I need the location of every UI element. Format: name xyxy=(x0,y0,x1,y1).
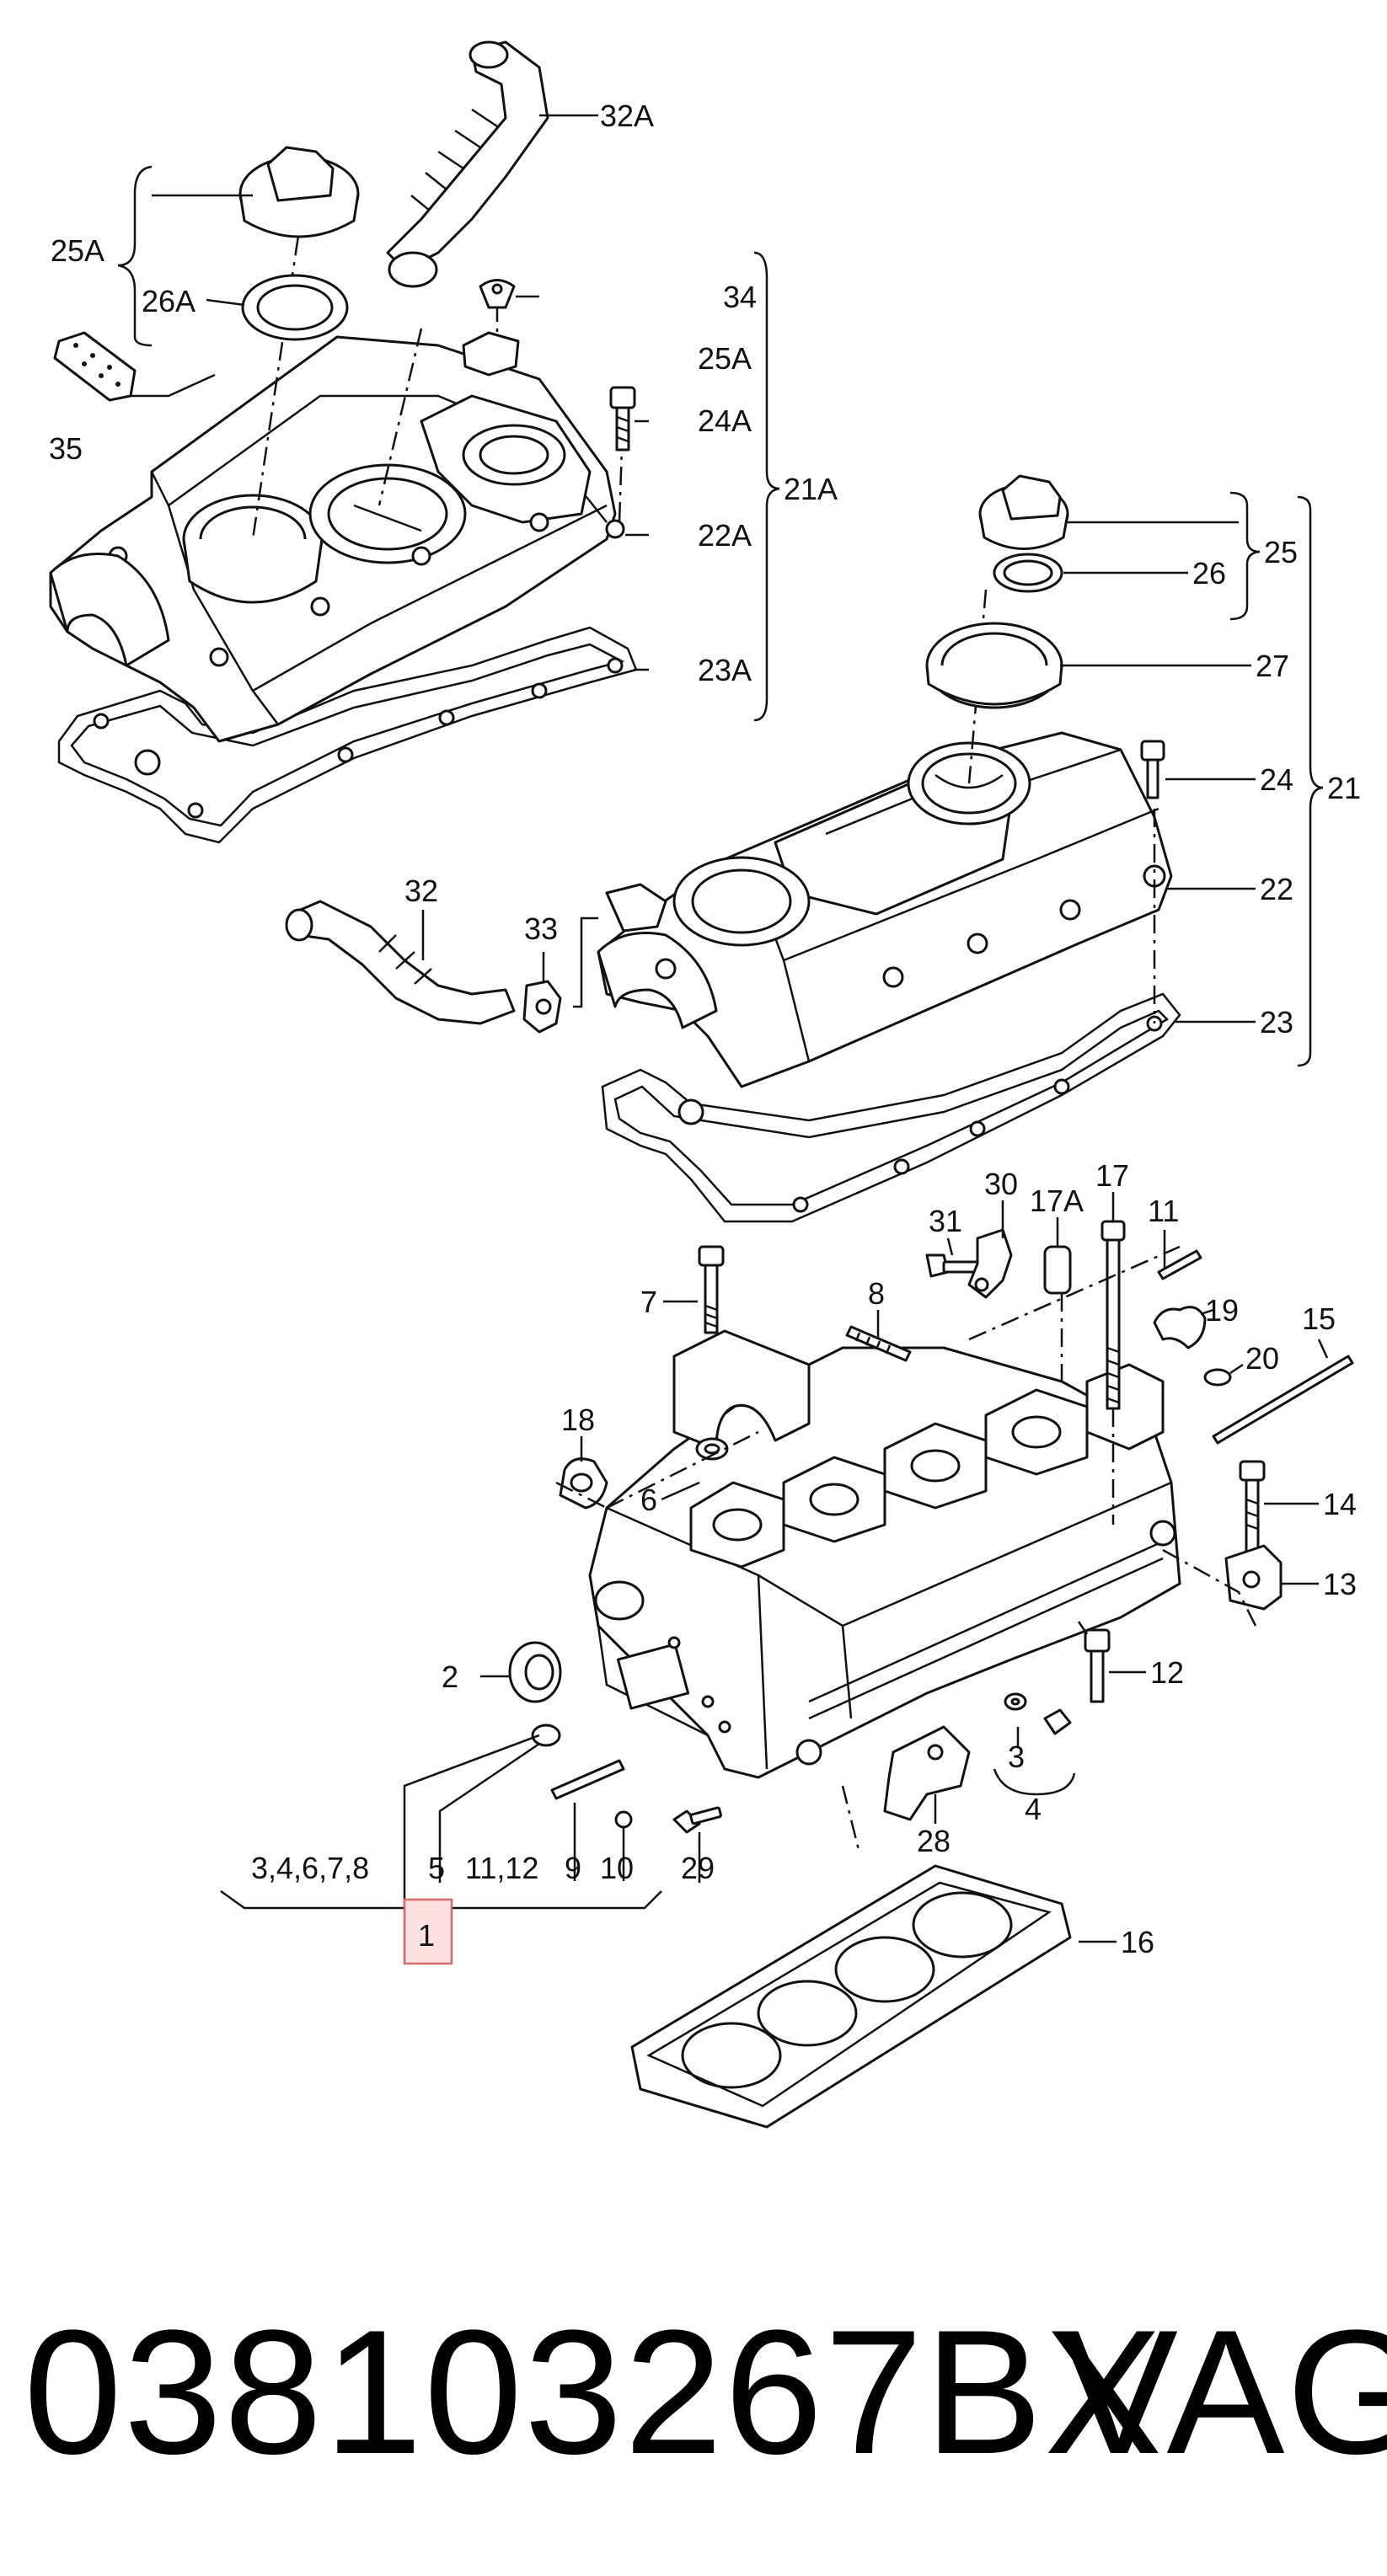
seal-27 xyxy=(925,622,1063,709)
label-group-11-12: 11,12 xyxy=(465,1851,538,1885)
label-group-3-8: 3,4,6,7,8 xyxy=(251,1851,369,1885)
label-14: 14 xyxy=(1323,1487,1357,1521)
head-gasket-16 xyxy=(630,1864,1072,2129)
label-21a: 21A xyxy=(784,472,838,506)
label-22a: 22A xyxy=(698,518,752,553)
bolt-7 xyxy=(698,1245,725,1334)
bearing-cap-6 xyxy=(672,1329,811,1461)
rod-15 xyxy=(1212,1355,1354,1445)
gasket-23 xyxy=(601,992,1181,1223)
label-25a-right: 25A xyxy=(698,341,752,376)
label-19: 19 xyxy=(1205,1293,1239,1328)
label-29: 29 xyxy=(681,1851,715,1885)
label-8: 8 xyxy=(868,1276,885,1311)
label-24: 24 xyxy=(1260,762,1293,797)
bolt-29 xyxy=(672,1806,722,1834)
bolt-4 xyxy=(1043,1708,1072,1735)
label-30: 30 xyxy=(984,1167,1018,1201)
label-12: 12 xyxy=(1150,1655,1184,1690)
label-26: 26 xyxy=(1192,556,1226,591)
bolt-31-bracket-30 xyxy=(925,1228,1013,1299)
bracket-13 xyxy=(1224,1544,1283,1611)
label-24a: 24A xyxy=(698,404,752,438)
valve-cover-assembly-21a xyxy=(49,201,638,844)
label-27: 27 xyxy=(1256,649,1289,683)
part-labels: 32A 25A 26A 34 25A 24A 21A 22A 23A 35 25… xyxy=(49,99,1361,1965)
label-23: 23 xyxy=(1260,1005,1293,1039)
clip-33 xyxy=(522,980,562,1034)
label-11: 11 xyxy=(1148,1194,1179,1228)
label-31: 31 xyxy=(929,1204,962,1238)
label-group-9: 9 xyxy=(565,1851,581,1885)
label-20: 20 xyxy=(1245,1341,1279,1376)
label-1: 1 xyxy=(418,1918,435,1953)
label-6: 6 xyxy=(640,1483,657,1517)
bolt-24 xyxy=(1140,740,1165,799)
seal-5 xyxy=(531,1724,561,1747)
label-17: 17 xyxy=(1095,1158,1129,1193)
part-number: 038103267BX xyxy=(24,2293,1165,2491)
seal-26a xyxy=(241,274,349,341)
label-35: 35 xyxy=(49,431,83,466)
breather-hose-32a xyxy=(386,40,549,288)
label-32: 32 xyxy=(404,874,438,908)
bolt-24a xyxy=(609,386,636,452)
filter-35 xyxy=(53,331,216,402)
label-33: 33 xyxy=(524,911,558,946)
leader-lines xyxy=(117,114,1329,1943)
label-16: 16 xyxy=(1121,1925,1154,1959)
label-group-5: 5 xyxy=(428,1851,445,1885)
oil-cap-25a xyxy=(238,146,360,238)
label-group-10: 10 xyxy=(600,1851,634,1885)
bolt-12 xyxy=(1084,1628,1111,1703)
label-3: 3 xyxy=(1008,1740,1025,1774)
label-4: 4 xyxy=(1025,1792,1042,1826)
label-32a: 32A xyxy=(600,99,654,133)
washer-3 xyxy=(1004,1692,1027,1711)
label-26a: 26A xyxy=(142,284,195,318)
seal-2 xyxy=(508,1641,562,1703)
label-7: 7 xyxy=(640,1285,657,1319)
label-17a: 17A xyxy=(1030,1184,1084,1218)
label-23a: 23A xyxy=(698,653,752,687)
exploded-parts-diagram: 32A 25A 26A 34 25A 24A 21A 22A 23A 35 25… xyxy=(49,40,1361,2129)
label-25: 25 xyxy=(1264,535,1298,569)
hose-32 xyxy=(285,900,516,1025)
seal-19 xyxy=(1153,1306,1207,1349)
bolt-17 xyxy=(1100,1220,1126,1525)
label-2: 2 xyxy=(442,1659,458,1694)
cylinder-head xyxy=(588,1346,1181,1821)
ring-10 xyxy=(614,1810,633,1829)
oil-cap-25 xyxy=(978,474,1069,593)
bracket-28 xyxy=(883,1725,971,1821)
stud-8 xyxy=(845,1325,912,1362)
footer: 038103267BX VAG xyxy=(0,2266,1387,2519)
label-18: 18 xyxy=(561,1403,595,1437)
highlight-box-1 xyxy=(403,1898,453,1965)
stud-9 xyxy=(550,1759,625,1800)
label-22: 22 xyxy=(1260,872,1293,906)
brand-name: VAG xyxy=(1060,2293,1387,2491)
label-28: 28 xyxy=(917,1824,951,1858)
screw-34 xyxy=(479,279,516,309)
label-25a-left: 25A xyxy=(51,233,104,268)
label-34: 34 xyxy=(723,280,757,314)
label-21: 21 xyxy=(1327,771,1361,805)
clamp-18 xyxy=(559,1457,608,1510)
pin-11 xyxy=(1157,1249,1202,1280)
bolt-14 xyxy=(1239,1460,1266,1558)
sleeve-17a xyxy=(1043,1245,1072,1295)
seal-20 xyxy=(1203,1368,1232,1387)
label-15: 15 xyxy=(1302,1301,1336,1336)
label-13: 13 xyxy=(1323,1567,1357,1601)
valve-cover-assembly-21 xyxy=(597,589,1181,1223)
